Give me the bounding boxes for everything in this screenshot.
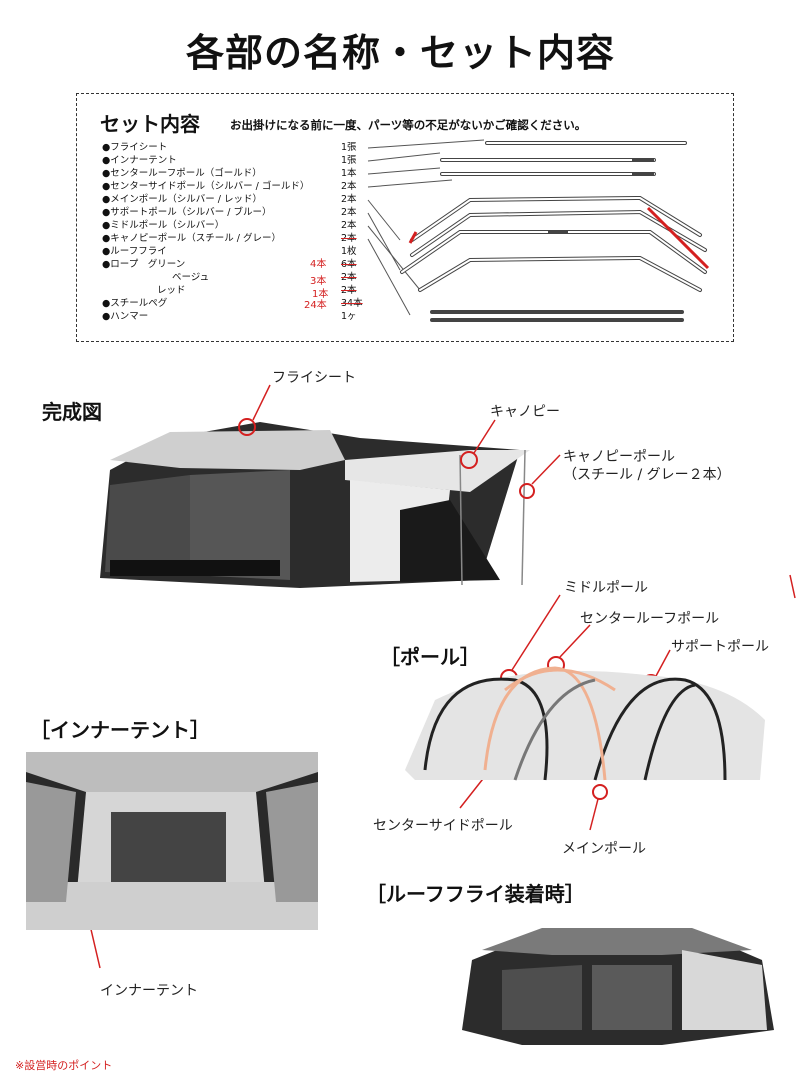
correction-note: 24本	[304, 300, 327, 311]
label-middle-pole: ミドルポール	[564, 580, 648, 596]
set-item-qty: 2本	[341, 194, 357, 205]
callout-marker	[460, 451, 478, 469]
callout-marker	[238, 418, 256, 436]
roof-fly-tent-photo	[462, 928, 774, 1045]
label-support-pole: サポートポール	[671, 639, 769, 655]
set-contents-box	[76, 93, 734, 342]
label-main-pole: メインポール	[562, 841, 646, 857]
poles-illustration	[405, 666, 765, 781]
set-item-qty: 6本	[341, 259, 357, 270]
poles-heading: ［ポール］	[380, 645, 480, 669]
label-fly-sheet: フライシート	[272, 370, 356, 386]
set-item-qty: 2本	[341, 207, 357, 218]
set-item-qty: 1枚	[341, 246, 357, 257]
set-item-name: ●インナーテント	[102, 155, 177, 166]
correction-note: 1本	[312, 289, 329, 300]
correction-note: 4本	[310, 259, 327, 270]
inner-tent-heading: ［インナーテント］	[30, 718, 210, 742]
label-canopy: キャノピー	[490, 404, 560, 420]
set-item-name: ●ロープ グリーン	[102, 259, 186, 270]
set-item-name: ●サポートポール（シルバー / ブルー）	[102, 207, 272, 218]
set-item-qty: 1本	[341, 168, 357, 179]
set-item-name: ●センターサイドポール（シルバー / ゴールド）	[102, 181, 310, 192]
set-item-name: レッド	[157, 285, 186, 296]
setup-point-note: ※設営時のポイント	[15, 1059, 113, 1072]
set-item-qty: 2本	[341, 181, 357, 192]
set-item-name: ●メインポール（シルバー / レッド）	[102, 194, 263, 205]
label-center-side-pole: センターサイドポール	[373, 818, 513, 834]
set-item-qty: 34本	[341, 298, 363, 309]
set-item-qty: 2本	[341, 272, 357, 283]
callout-marker	[592, 784, 608, 800]
pole-parts-illustration	[367, 139, 710, 322]
label-center-roof-pole: センタールーフポール	[580, 611, 720, 627]
set-item-name: ●スチールペグ	[102, 298, 168, 309]
label-inner-tent: インナーテント	[100, 983, 198, 999]
set-item-name: ●ハンマー	[102, 311, 149, 322]
page-title: 各部の名称・セット内容	[185, 31, 615, 75]
roof-fly-heading: ［ルーフフライ装着時］	[366, 882, 585, 906]
set-item-name: ●ミドルポール（シルバー）	[102, 220, 225, 231]
completed-tent-illustration	[100, 422, 530, 588]
set-contents-note: お出掛けになる前に一度、パーツ等の不足がないかご確認ください。	[230, 118, 587, 132]
set-item-qty: 2本	[341, 233, 357, 244]
completed-heading: 完成図	[42, 400, 102, 424]
set-item-qty: 1ヶ	[341, 311, 357, 322]
set-contents-heading: セット内容	[100, 112, 200, 136]
set-item-name: ●センタールーフポール（ゴールド）	[102, 168, 262, 179]
label-canopy-pole: キャノピーポール	[563, 449, 675, 465]
set-item-qty: 1張	[341, 142, 357, 153]
set-item-name: ●キャノピーポール（スチール / グレー）	[102, 233, 282, 244]
set-item-name: ●ルーフフライ	[102, 246, 167, 257]
set-item-name: ベージュ	[172, 272, 210, 283]
set-item-qty: 1張	[341, 155, 357, 166]
set-item-qty: 2本	[341, 285, 357, 296]
inner-tent-photo	[26, 752, 318, 930]
correction-note: 3本	[310, 276, 327, 287]
callout-marker	[519, 483, 535, 499]
set-item-qty: 2本	[341, 220, 357, 231]
label-canopy-pole-detail: （スチール / グレー２本）	[563, 467, 731, 483]
set-item-name: ●フライシート	[102, 142, 168, 153]
